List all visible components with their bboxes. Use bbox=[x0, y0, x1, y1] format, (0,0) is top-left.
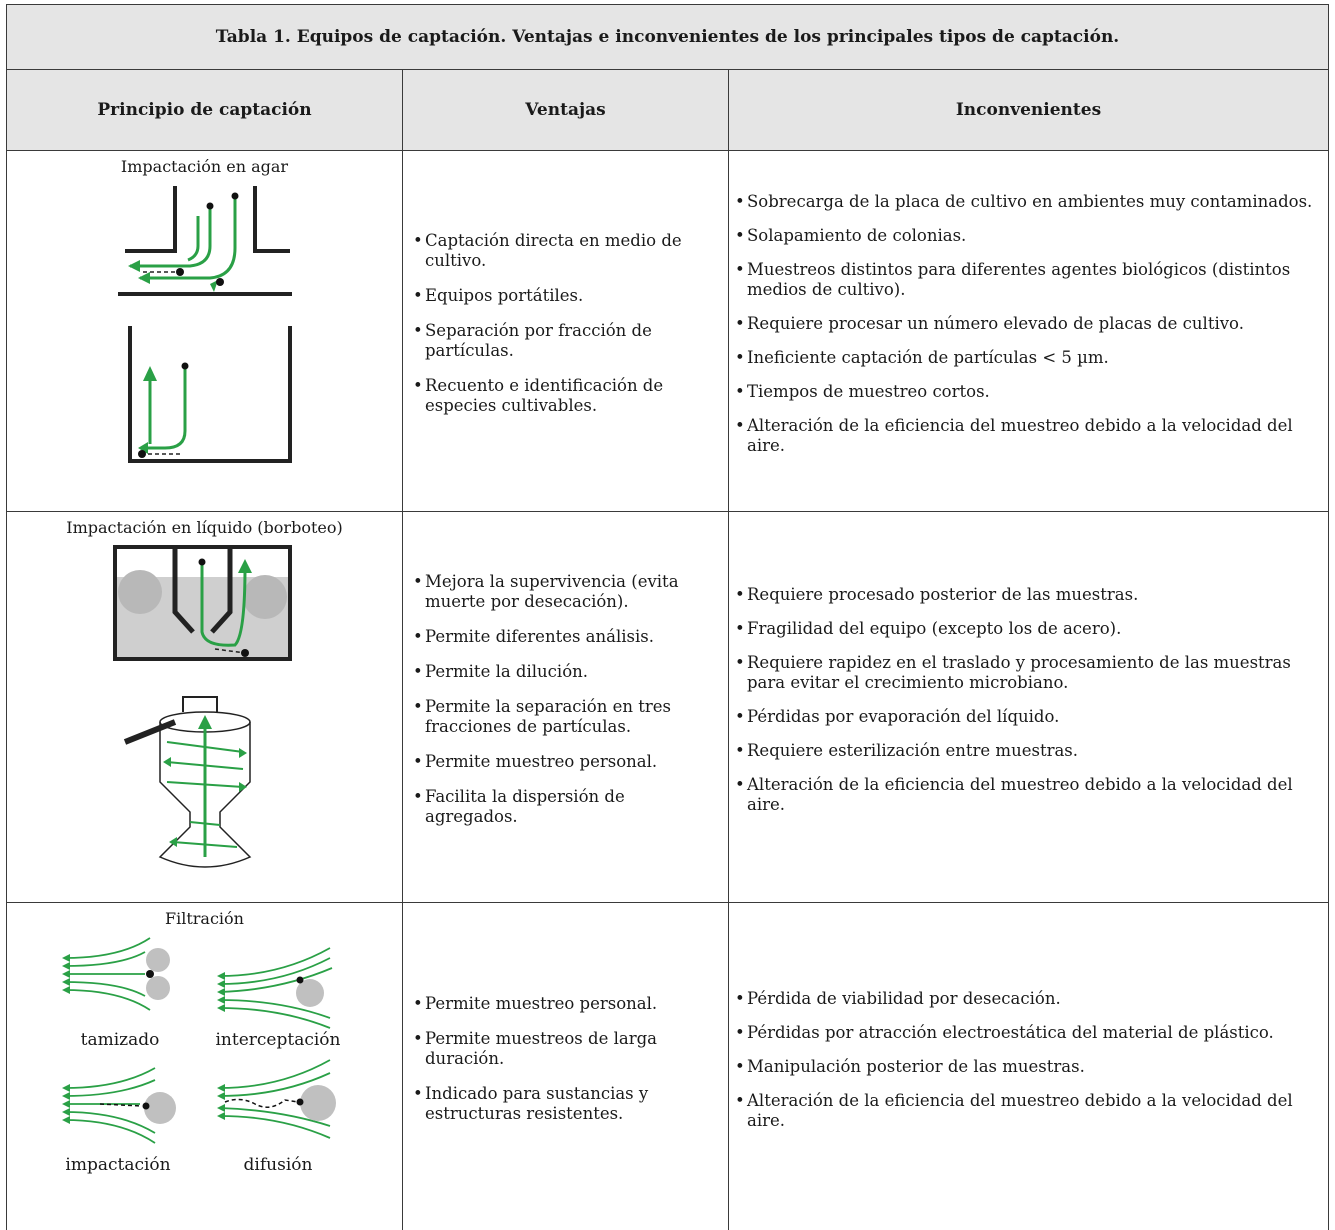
principle-cell: Filtración bbox=[7, 903, 403, 1230]
label-tamizado: tamizado bbox=[80, 1030, 159, 1050]
filtration-mechanisms-diagram: tamizado interceptación impactación difu… bbox=[60, 928, 350, 1178]
table-row: Impactación en líquido (borboteo) bbox=[7, 512, 1329, 903]
list-item: Indicado para sustancias y estructuras r… bbox=[425, 1084, 722, 1124]
list-item: Alteración de la eficiencia del muestreo… bbox=[747, 416, 1318, 456]
principle-name: Impactación en agar bbox=[7, 157, 402, 176]
principle-name: Filtración bbox=[7, 909, 402, 928]
list-item: Requiere rapidez en el traslado y proces… bbox=[747, 653, 1318, 693]
list-item: Fragilidad del equipo (excepto los de ac… bbox=[747, 619, 1318, 639]
list-item: Equipos portátiles. bbox=[425, 286, 722, 306]
list-item: Pérdida de viabilidad por desecación. bbox=[747, 989, 1318, 1009]
list-item: Ineficiente captación de partículas < 5 … bbox=[747, 348, 1318, 368]
list-item: Tiempos de muestreo cortos. bbox=[747, 382, 1318, 402]
list-item: Pérdidas por atracción electroestática d… bbox=[747, 1023, 1318, 1043]
header-advantages: Ventajas bbox=[403, 70, 729, 151]
list-item: Pérdidas por evaporación del líquido. bbox=[747, 707, 1318, 727]
label-interceptacion: interceptación bbox=[215, 1030, 340, 1050]
list-item: Permite la dilución. bbox=[425, 662, 722, 682]
list-item: Manipulación posterior de las muestras. bbox=[747, 1057, 1318, 1077]
list-item: Permite muestreos de larga duración. bbox=[425, 1029, 722, 1069]
table-row: Filtración bbox=[7, 903, 1329, 1230]
captation-table: Tabla 1. Equipos de captación. Ventajas … bbox=[6, 4, 1329, 1230]
list-item: Mejora la supervivencia (evita muerte po… bbox=[425, 572, 722, 612]
principle-name: Impactación en líquido (borboteo) bbox=[7, 518, 402, 537]
advantages-cell: Mejora la supervivencia (evita muerte po… bbox=[403, 512, 729, 903]
label-impactacion: impactación bbox=[65, 1155, 170, 1175]
list-item: Alteración de la eficiencia del muestreo… bbox=[747, 775, 1318, 815]
list-item: Requiere procesado posterior de las mues… bbox=[747, 585, 1318, 605]
list-item: Permite muestreo personal. bbox=[425, 752, 722, 772]
list-item: Facilita la dispersión de agregados. bbox=[425, 787, 722, 827]
label-difusion: difusión bbox=[243, 1155, 312, 1175]
list-item: Recuento e identificación de especies cu… bbox=[425, 376, 722, 416]
disadvantages-cell: Sobrecarga de la placa de cultivo en amb… bbox=[729, 151, 1329, 512]
list-item: Solapamiento de colonias. bbox=[747, 226, 1318, 246]
list-item: Muestreos distintos para diferentes agen… bbox=[747, 260, 1318, 300]
list-item: Captación directa en medio de cultivo. bbox=[425, 231, 722, 271]
list-item: Permite diferentes análisis. bbox=[425, 627, 722, 647]
principle-cell: Impactación en líquido (borboteo) bbox=[7, 512, 403, 903]
liquid-impinger-diagram bbox=[105, 537, 305, 877]
header-principle: Principio de captación bbox=[7, 70, 403, 151]
list-item: Sobrecarga de la placa de cultivo en amb… bbox=[747, 192, 1318, 212]
table-row: Impactación en agar bbox=[7, 151, 1329, 512]
list-item: Permite la separación en tres fracciones… bbox=[425, 697, 722, 737]
advantages-cell: Permite muestreo personal. Permite muest… bbox=[403, 903, 729, 1230]
disadvantages-cell: Pérdida de viabilidad por desecación. Pé… bbox=[729, 903, 1329, 1230]
principle-cell: Impactación en agar bbox=[7, 151, 403, 512]
list-item: Separación por fracción de partículas. bbox=[425, 321, 722, 361]
agar-impaction-diagram bbox=[110, 176, 300, 476]
header-disadvantages: Inconvenientes bbox=[729, 70, 1329, 151]
list-item: Requiere procesar un número elevado de p… bbox=[747, 314, 1318, 334]
list-item: Permite muestreo personal. bbox=[425, 994, 722, 1014]
disadvantages-cell: Requiere procesado posterior de las mues… bbox=[729, 512, 1329, 903]
advantages-cell: Captación directa en medio de cultivo. E… bbox=[403, 151, 729, 512]
list-item: Alteración de la eficiencia del muestreo… bbox=[747, 1091, 1318, 1131]
table-title: Tabla 1. Equipos de captación. Ventajas … bbox=[7, 5, 1329, 70]
list-item: Requiere esterilización entre muestras. bbox=[747, 741, 1318, 761]
